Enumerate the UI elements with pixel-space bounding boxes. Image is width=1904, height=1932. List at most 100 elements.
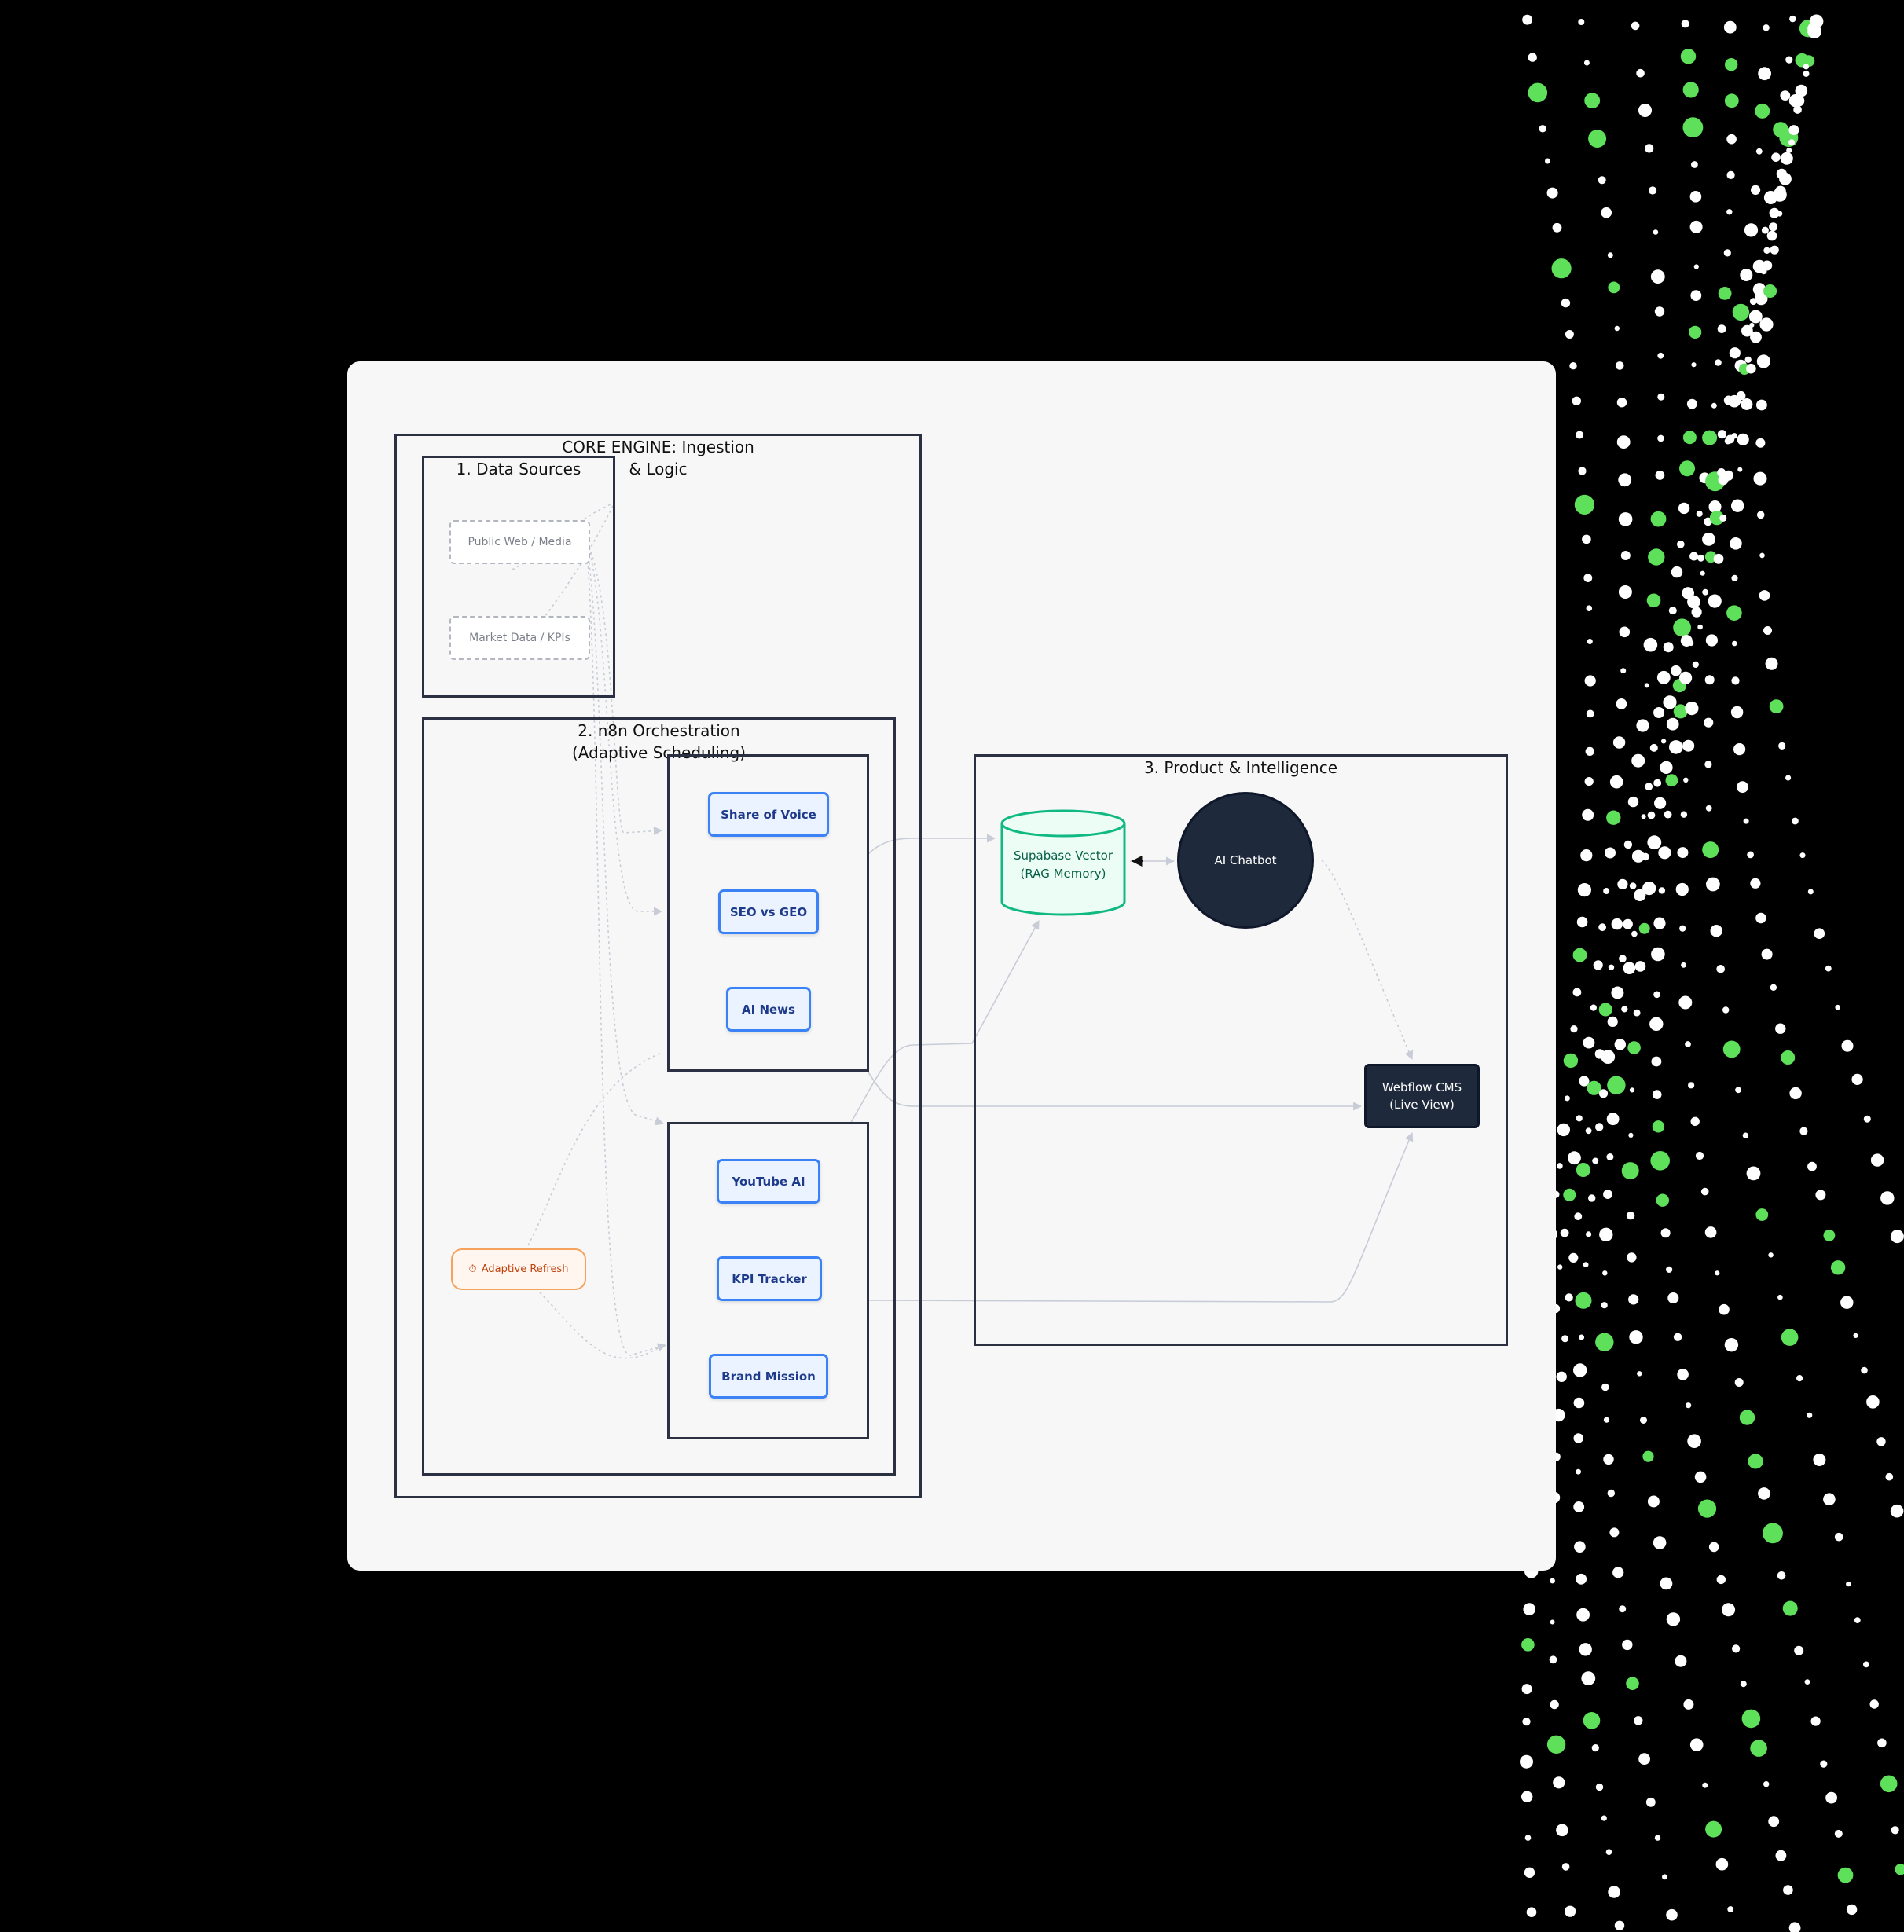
particle-dot <box>1748 1454 1763 1469</box>
particle-dot <box>1595 1333 1614 1351</box>
particle-dot <box>1657 434 1664 442</box>
particle-dot <box>1750 1740 1767 1757</box>
particle-dot <box>1553 1776 1565 1789</box>
particle-dot <box>1607 1076 1626 1094</box>
node-public-web[interactable]: Public Web / Media <box>449 520 590 564</box>
node-kpi-tracker[interactable]: KPI Tracker <box>717 1256 822 1301</box>
particle-dot <box>1682 739 1695 752</box>
group-core-engine: CORE ENGINE: Ingestion & Logic <box>394 434 922 1498</box>
particle-dot <box>1608 1886 1620 1898</box>
edge-refresh-to-group1 <box>527 1052 662 1246</box>
particle-dot <box>1666 1266 1673 1273</box>
particle-dot <box>1694 1471 1707 1483</box>
particle-dot <box>1647 835 1662 850</box>
particle-dot <box>1572 948 1587 962</box>
node-ai-news[interactable]: AI News <box>726 987 811 1032</box>
particle-dot <box>1580 849 1593 862</box>
particle-dot <box>1708 500 1722 513</box>
particle-dot <box>1783 1885 1793 1895</box>
particle-dot <box>1690 1116 1700 1127</box>
particle-dot <box>1565 1905 1576 1917</box>
particle-dot <box>1649 743 1658 752</box>
particle-dot <box>1763 247 1770 254</box>
particle-dot <box>1607 1016 1618 1027</box>
particle-dot <box>1579 1643 1592 1656</box>
particle-dot <box>1629 882 1637 889</box>
particle-dot <box>1685 702 1699 716</box>
particle-dot <box>1737 467 1743 472</box>
particle-dot <box>1601 207 1612 218</box>
particle-dot <box>1612 736 1626 749</box>
particle-dot <box>1696 510 1703 517</box>
particle-dot <box>1788 1922 1801 1932</box>
node-market-data[interactable]: Market Data / KPIs <box>449 616 590 660</box>
particle-dot <box>1577 883 1591 897</box>
particle-dot <box>1763 284 1777 298</box>
particle-dot <box>1646 593 1661 608</box>
particle-dot <box>1792 94 1805 107</box>
particle-dot <box>1891 1826 1899 1835</box>
particle-dot <box>1779 172 1792 185</box>
particle-dot <box>1611 918 1623 930</box>
particle-dot <box>1751 185 1761 195</box>
particle-dot <box>1521 1638 1535 1652</box>
node-seo-vs-geo[interactable]: SEO vs GEO <box>718 889 819 934</box>
particle-dot <box>1735 1087 1742 1094</box>
particle-dot <box>1618 473 1632 487</box>
particle-dot <box>1683 1699 1694 1710</box>
particle-dot <box>1598 1089 1609 1098</box>
particle-dot <box>1565 1293 1573 1302</box>
particle-dot <box>1620 668 1627 674</box>
particle-dot <box>1690 290 1702 301</box>
particle-dot <box>1723 249 1731 257</box>
particle-dot <box>1601 1815 1607 1821</box>
node-webflow-cms[interactable]: Webflow CMS (Live View) <box>1364 1064 1480 1128</box>
particle-dot <box>1724 1338 1739 1352</box>
particle-dot <box>1700 1187 1709 1196</box>
particle-dot <box>1568 1252 1579 1263</box>
particle-dot <box>1605 1849 1612 1855</box>
particle-dot <box>1583 1712 1601 1729</box>
particle-dot <box>1781 1050 1796 1065</box>
particle-dot <box>1539 125 1546 133</box>
particle-dot <box>1741 1709 1761 1729</box>
particle-dot <box>1582 534 1591 544</box>
particle-dot <box>1726 605 1742 621</box>
particle-dot <box>1775 1023 1786 1034</box>
node-supabase-label: Supabase Vector (RAG Memory) <box>1013 849 1113 881</box>
node-brand-mission[interactable]: Brand Mission <box>709 1354 828 1399</box>
particle-dot <box>1645 144 1654 153</box>
particle-dot <box>1587 1080 1601 1095</box>
particle-dot <box>1715 1270 1720 1276</box>
particle-dot <box>1777 1571 1786 1580</box>
node-adaptive-refresh[interactable]: ⏱ Adaptive Refresh <box>451 1248 586 1290</box>
particle-dot <box>1854 1617 1861 1624</box>
particle-dot <box>1590 1004 1597 1011</box>
particle-dot <box>1623 918 1633 929</box>
particle-dot <box>1810 1716 1821 1726</box>
particle-dot <box>1603 1454 1614 1465</box>
node-ai-chatbot[interactable]: AI Chatbot <box>1177 792 1314 929</box>
particle-dot <box>1796 1375 1803 1382</box>
node-share-of-voice[interactable]: Share of Voice <box>708 792 829 837</box>
particle-dot <box>1834 1532 1843 1542</box>
node-youtube-ai[interactable]: YouTube AI <box>717 1159 820 1204</box>
supabase-cylinder[interactable] <box>1000 809 1126 916</box>
particle-dot <box>1675 1655 1687 1667</box>
particle-dot <box>1803 70 1810 77</box>
particle-dot <box>1706 877 1720 892</box>
particle-dot <box>1689 325 1702 339</box>
particle-dot <box>1768 1252 1774 1258</box>
particle-dot <box>1769 222 1778 232</box>
particle-dot <box>1601 1050 1616 1064</box>
particle-dot <box>1731 574 1738 582</box>
particle-dot <box>1572 988 1582 997</box>
particle-dot <box>1618 512 1633 526</box>
group-data-sources-title: 1. Data Sources <box>456 460 581 478</box>
particle-dot <box>1583 574 1593 582</box>
particle-dot <box>1763 1523 1783 1544</box>
particle-dot <box>1748 310 1763 324</box>
particle-dot <box>1663 695 1677 709</box>
particle-dot <box>1679 671 1693 684</box>
particle-dot <box>1638 922 1650 934</box>
